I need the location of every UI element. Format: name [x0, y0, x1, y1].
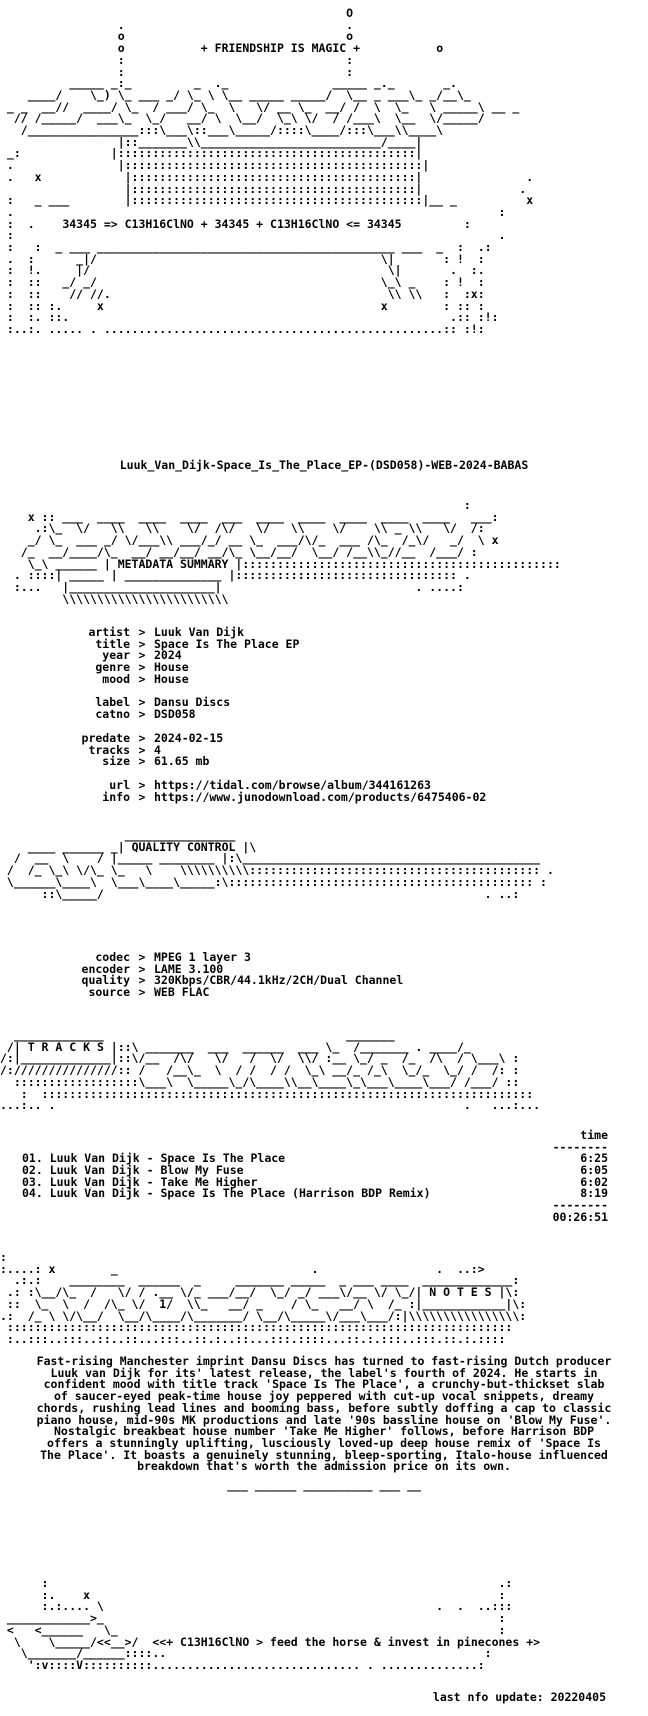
- formula-line: 34345 => C13H16ClNO + 34345 + C13H16ClNO…: [62, 216, 402, 231]
- total-rule: --------: [552, 1198, 608, 1213]
- footer-slogan: <<+ C13H16ClNO > feed the horse & invest…: [152, 1634, 541, 1649]
- meta-row-title: title>Space Is The Place EP: [95, 636, 300, 651]
- tracks-heading: T R A C K S: [27, 1039, 104, 1054]
- quality-control-heading: QUALITY CONTROL: [131, 839, 236, 854]
- meta-row-url[interactable]: url>https://tidal.com/browse/album/34416…: [109, 777, 431, 792]
- footer-ascii-art: : .: :. x : :.:.... \: [6, 1576, 541, 1672]
- meta-row-predate: predate>2024-02-15: [81, 730, 224, 745]
- quality-control-list: codec>MPEG 1 layer 3 encoder>LAME 3.100 …: [0, 950, 648, 1000]
- meta-row-catno: catno>DSD058: [95, 707, 196, 722]
- qc-row-encoder: encoder>LAME 3.100: [81, 961, 224, 976]
- meta-row-artist: artist>Luuk Van Dijk: [88, 625, 245, 639]
- time-column-header: time: [580, 1128, 608, 1142]
- total-time: 00:26:51: [552, 1209, 608, 1224]
- track-row: 04. Luuk Van Dijk - Space Is The Place (…: [22, 1186, 608, 1201]
- qc-row-quality: quality>320Kbps/CBR/44.1kHz/2CH/Dual Cha…: [81, 973, 404, 988]
- time-header-rule: --------: [552, 1139, 608, 1154]
- notes-text: Fast-rising Manchester imprint Dansu Dis…: [36, 1354, 612, 1474]
- release-name: Luuk_Van_Dijk-Space_Is_The_Place_EP-(DSD…: [119, 458, 529, 472]
- meta-row-genre: genre>House: [95, 660, 189, 675]
- qc-row-codec: codec>MPEG 1 layer 3: [95, 950, 251, 964]
- meta-row-mood: mood>House: [102, 671, 189, 686]
- metadata-list: artist>Luuk Van Dijk title>Space Is The …: [0, 625, 648, 804]
- meta-row-label: label>Dansu Discs: [95, 695, 231, 710]
- qc-row-source: source>WEB FLAC: [88, 985, 210, 1000]
- tracks-ascii-art: _____________ _______ /| T R A C K S |::…: [0, 1028, 541, 1113]
- tagline: + FRIENDSHIP IS MAGIC +: [200, 41, 361, 56]
- last-update: last nfo update: 20220405: [432, 1690, 606, 1704]
- notes-heading: N O T E S: [429, 1285, 492, 1300]
- notes-divider: ___ ______ __________ ___ __: [227, 1478, 421, 1492]
- notes-ascii-art: : :....: x _ . . ..:> .:.: ________ ____…: [0, 1250, 527, 1346]
- meta-row-info[interactable]: info>https://www.junodownload.com/produc…: [102, 789, 487, 804]
- meta-row-size: size>61.65 mb: [102, 754, 210, 769]
- quality-control-ascii-art: ________________ ____ ______ _| QUALITY …: [6, 828, 554, 901]
- metadata-heading: METADATA SUMMARY: [117, 556, 229, 571]
- tracks-table: time -------- 01. Luuk Van Dijk - Space …: [22, 1128, 608, 1224]
- metadata-ascii-art: : x :: ___ ____ ____ ____ ___ ____ ____ …: [13, 498, 561, 606]
- meta-row-year: year>2024: [102, 648, 182, 663]
- header-ascii-art: O . . o o o + FRIENDSHIP IS MAGIC + o :: [6, 6, 534, 336]
- meta-row-tracks: tracks>4: [88, 742, 161, 757]
